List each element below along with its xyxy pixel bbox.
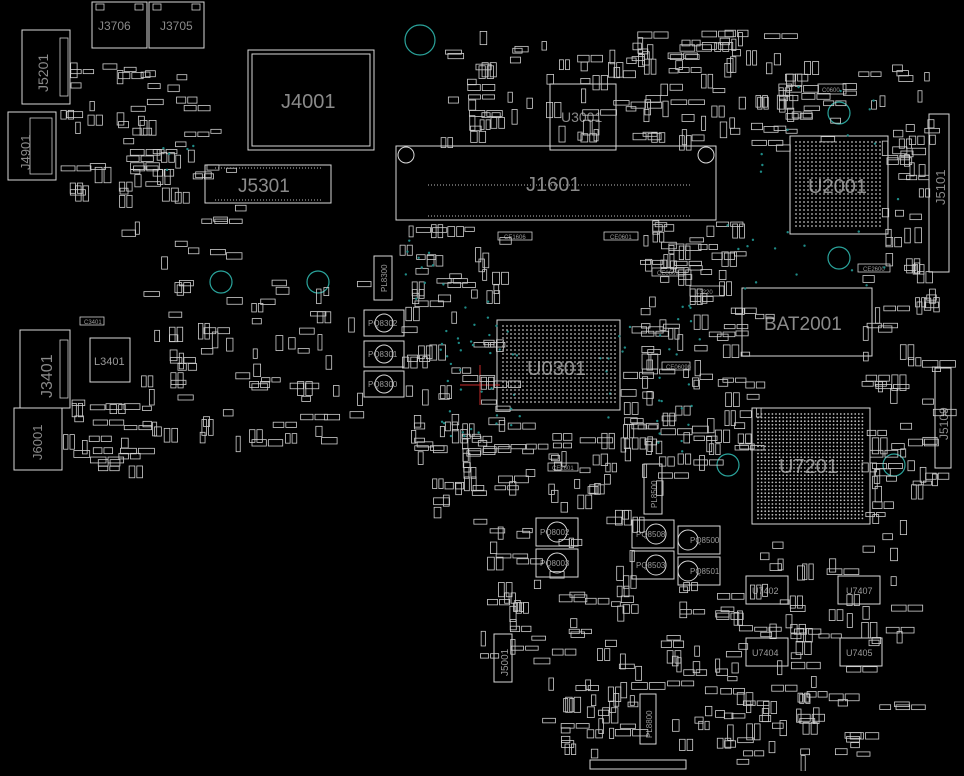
component-u2001[interactable]: U2001 <box>789 135 889 235</box>
label-pq8300: PQ8300 <box>368 380 398 389</box>
label-pq8003: PQ8003 <box>540 559 570 568</box>
label-pq8500: PQ8500 <box>690 536 720 545</box>
label-pq8302: PQ8302 <box>368 319 398 328</box>
label-j5109: J5109 <box>937 407 951 440</box>
label-j4901: J4901 <box>18 135 33 170</box>
label-pq8508: PQ8508 <box>636 530 666 539</box>
component-pl8800[interactable]: PL8800 <box>639 693 657 745</box>
label-u7404: U7404 <box>752 648 779 658</box>
label-j5301: J5301 <box>238 176 290 197</box>
component-pq8301[interactable]: PQ8301 <box>363 340 405 368</box>
label-pq8301: PQ8301 <box>368 350 398 359</box>
smd-parts <box>60 29 957 772</box>
label-j3706: J3706 <box>98 19 131 33</box>
component-j3401[interactable]: J3401 <box>19 329 71 409</box>
component-pq8500[interactable]: PQ8500 <box>677 525 721 555</box>
bga-ball-grids <box>502 141 881 520</box>
component-pq8302[interactable]: PQ8302 <box>363 309 405 337</box>
svg-text:CE2600: CE2600 <box>863 267 885 273</box>
small-label-ce2600: CE2600 <box>857 263 891 273</box>
component-u7405[interactable]: U7405 <box>839 637 883 667</box>
component-bat2001[interactable]: BAT2001 <box>741 287 873 357</box>
component-pl8500[interactable]: PL8500 <box>643 463 663 515</box>
mounting-hole <box>827 101 851 125</box>
svg-text:C0600: C0600 <box>822 88 840 94</box>
label-u2001: U2001 <box>808 176 867 198</box>
component-j1601[interactable]: J1601 <box>395 145 717 221</box>
small-label-ce0609b: CE0609b <box>661 361 692 371</box>
component-j3706[interactable]: J3706 <box>91 1 148 49</box>
mounting-holes <box>209 24 906 477</box>
label-j3705: J3705 <box>160 19 193 33</box>
mounting-hole <box>209 270 233 294</box>
svg-text:CE0609: CE0609 <box>657 271 679 277</box>
label-u7405: U7405 <box>846 648 873 658</box>
small-label-ce1606: CE1606 <box>497 231 533 241</box>
component-j5109[interactable]: J5109 <box>934 367 952 469</box>
component-u7407[interactable]: U7407 <box>837 575 881 605</box>
component-j4901[interactable]: J4901 <box>7 111 57 181</box>
label-pq8501: PQ8501 <box>690 567 720 576</box>
component-l3401[interactable]: L3401 <box>89 337 131 383</box>
svg-text:CE0601: CE0601 <box>610 235 632 241</box>
component-pq8002[interactable]: PQ8002 <box>535 517 579 547</box>
small-label-ce0601: CE0601 <box>603 231 639 241</box>
svg-text:C3401: C3401 <box>84 320 102 326</box>
small-label-c3401: C3401 <box>79 316 105 326</box>
label-l3401: L3401 <box>94 356 125 368</box>
component-pl8300[interactable]: PL8300 <box>373 255 393 301</box>
label-j4001: J4001 <box>281 91 336 113</box>
label-bat2001: BAT2001 <box>764 314 842 335</box>
vias <box>162 85 900 453</box>
component-j5101[interactable]: J5101 <box>928 113 950 273</box>
svg-text:CE0609b: CE0609b <box>666 365 692 371</box>
component-u7201[interactable]: U7201 <box>751 407 871 525</box>
component-j3705[interactable]: J3705 <box>148 1 205 49</box>
label-pq8002: PQ8002 <box>540 528 570 537</box>
label-pq8503: PQ8503 <box>636 561 666 570</box>
svg-text:CE1606: CE1606 <box>504 235 526 241</box>
mounting-hole <box>827 246 851 270</box>
small-label-ce2601: CE2601 <box>547 462 579 472</box>
label-j1601: J1601 <box>526 174 581 196</box>
label-j3401: J3401 <box>39 354 56 398</box>
component-pq8501[interactable]: PQ8501 <box>677 556 721 586</box>
component-pq8300[interactable]: PQ8300 <box>363 370 405 398</box>
small-label-c0600: C0600 <box>817 83 847 95</box>
label-j6001: J6001 <box>30 425 45 460</box>
component-pq8503[interactable]: PQ8503 <box>631 550 675 580</box>
label-j5101: J5101 <box>933 170 948 205</box>
component-u7402[interactable]: U7402 <box>745 575 789 605</box>
label-pl8300: PL8300 <box>380 264 389 292</box>
component-j5301[interactable]: J5301 <box>204 164 332 204</box>
mounting-hole <box>306 270 330 294</box>
label-pl8500: PL8500 <box>650 480 659 508</box>
component-u7404[interactable]: U7404 <box>745 637 789 667</box>
bottom-connector <box>589 759 687 770</box>
label-pl8800: PL8800 <box>645 710 654 738</box>
component-j6001[interactable]: J6001 <box>13 407 63 471</box>
mounting-hole <box>404 24 436 56</box>
label-u0301: U0301 <box>527 358 586 380</box>
component-u0301[interactable]: U0301 <box>460 319 621 411</box>
svg-text:CE2601: CE2601 <box>552 466 574 472</box>
component-pq8508[interactable]: PQ8508 <box>631 519 675 549</box>
component-pq8003[interactable]: PQ8003 <box>535 548 579 578</box>
label-j5201: J5201 <box>35 54 51 92</box>
svg-text:L3220: L3220 <box>696 290 713 296</box>
label-j5001: J5001 <box>500 648 511 676</box>
component-j5201[interactable]: J5201 <box>21 29 71 105</box>
label-u3001: U3001 <box>561 109 602 125</box>
label-u7402: U7402 <box>752 586 779 596</box>
label-u7407: U7407 <box>846 586 873 596</box>
component-j4001[interactable]: J4001 <box>247 49 375 151</box>
component-u3001[interactable]: U3001 <box>549 83 617 151</box>
